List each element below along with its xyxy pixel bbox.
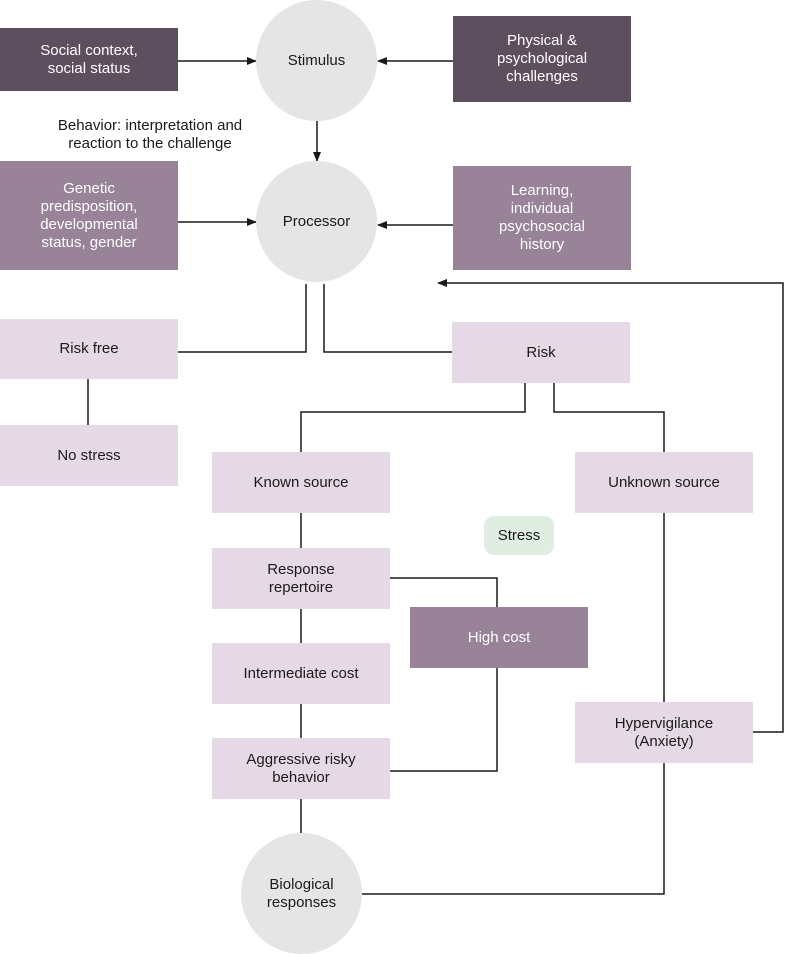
intermediate-cost-box: Intermediate cost — [212, 643, 390, 704]
line-high-cost-to-aggressive — [390, 668, 498, 772]
processor-node: Processor — [256, 161, 377, 282]
high-cost-box: High cost — [410, 607, 588, 668]
learning-history-box: Learning, individual psychosocial histor… — [453, 166, 631, 270]
physical-challenges-box: Physical & psychological challenges — [453, 16, 631, 102]
behavior-annotation: Behavior: interpretation and reaction to… — [57, 117, 243, 152]
line-processor-to-risk — [323, 284, 452, 353]
line-risk-to-known-source — [300, 383, 526, 452]
aggressive-behavior-box: Aggressive risky behavior — [212, 738, 390, 799]
line-hypervigilance-to-biological — [362, 763, 665, 895]
risk-box: Risk — [452, 322, 630, 383]
line-processor-to-risk-free — [178, 284, 307, 353]
stress-label: Stress — [484, 516, 554, 555]
biological-responses-node: Biological responses — [241, 833, 362, 954]
hypervigilance-box: Hypervigilance (Anxiety) — [575, 702, 753, 763]
social-context-box: Social context, social status — [0, 28, 178, 91]
line-risk-to-unknown-source — [553, 383, 665, 452]
stimulus-node: Stimulus — [256, 0, 377, 121]
line-repertoire-to-high-cost — [390, 577, 498, 607]
arrow-hypervigilance-feedback-to-processor — [437, 279, 784, 733]
unknown-source-box: Unknown source — [575, 452, 753, 513]
response-repertoire-box: Response repertoire — [212, 548, 390, 609]
known-source-box: Known source — [212, 452, 390, 513]
no-stress-box: No stress — [0, 425, 178, 486]
genetic-predisposition-box: Genetic predisposition, developmental st… — [0, 161, 178, 270]
risk-free-box: Risk free — [0, 319, 178, 379]
